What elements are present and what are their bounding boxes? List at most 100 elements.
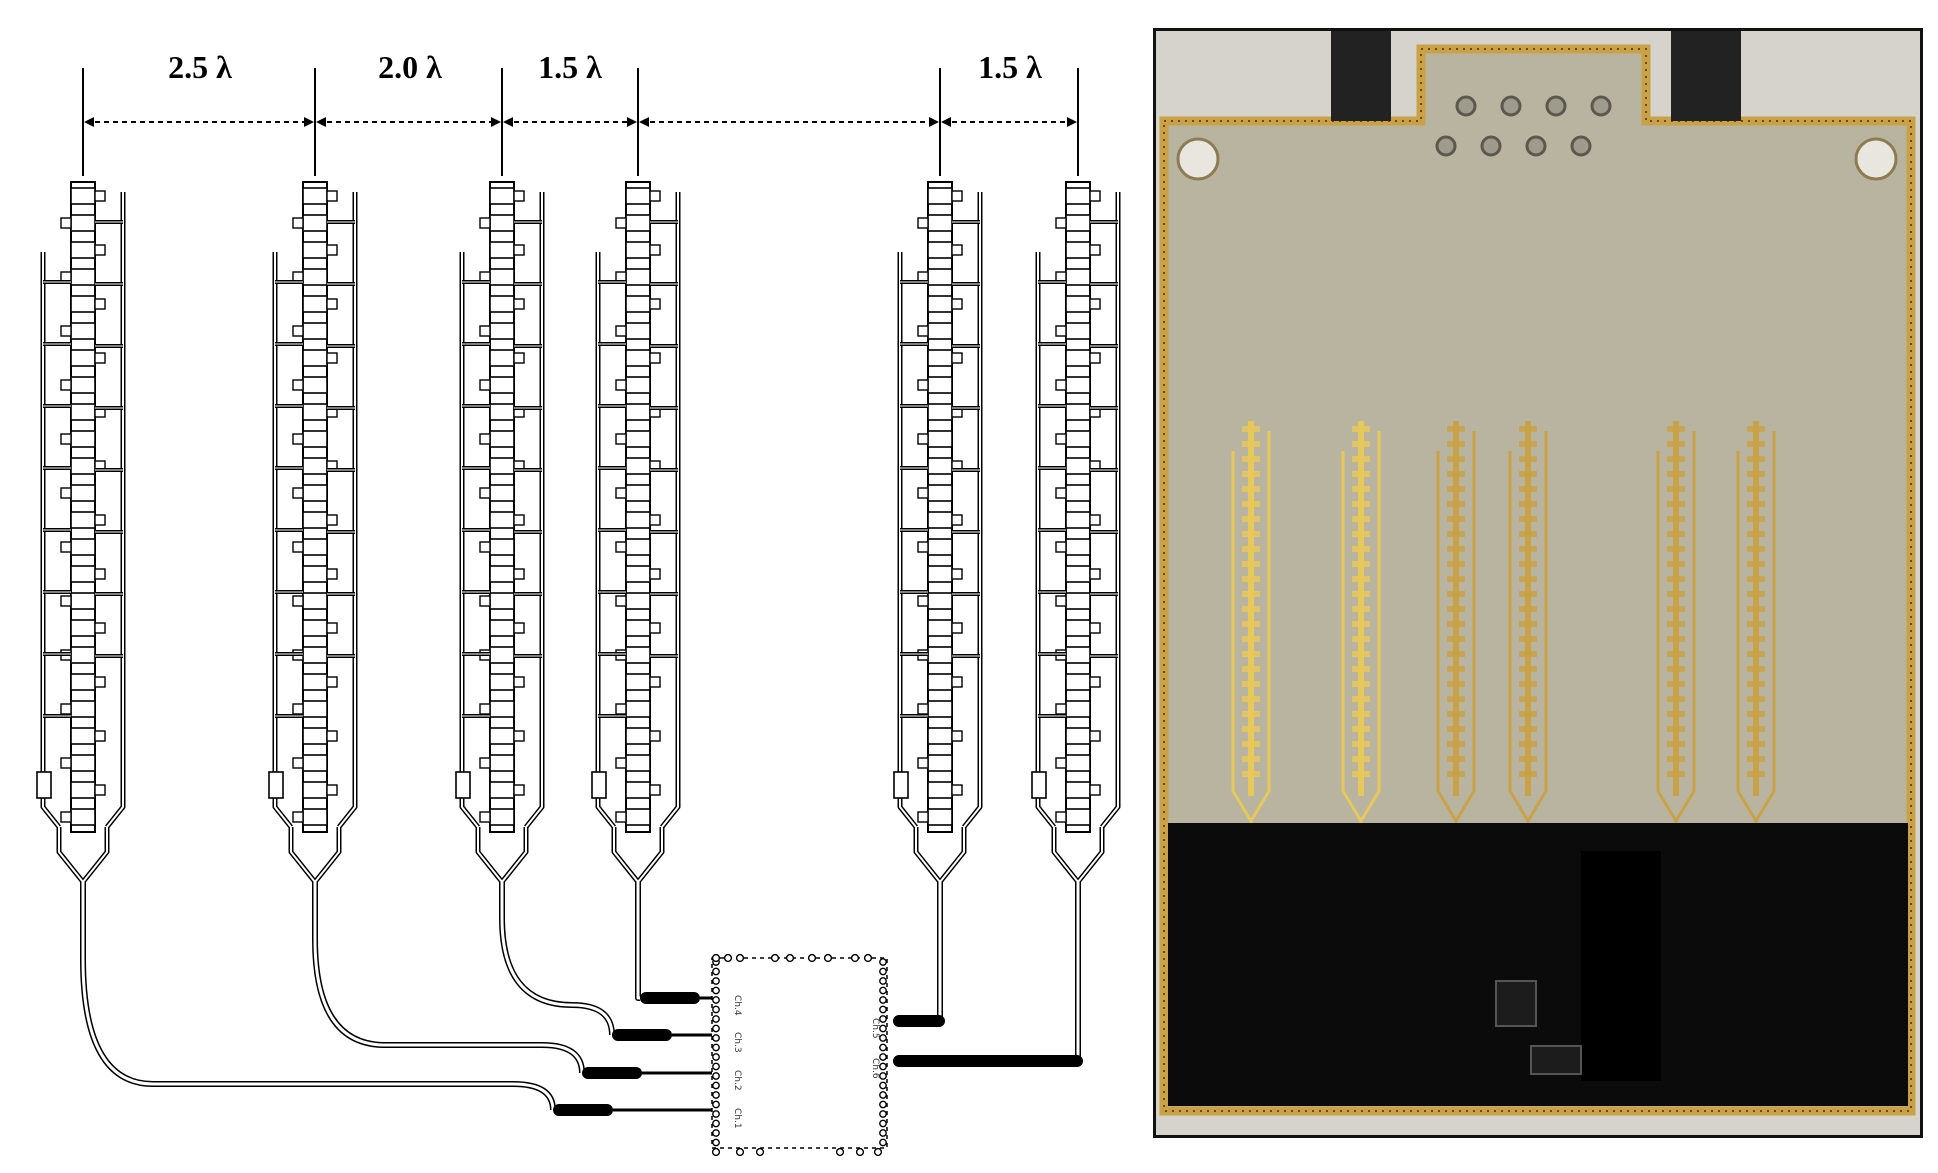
patch-stub	[326, 514, 338, 526]
patch-element	[625, 592, 651, 610]
printed-patch	[1447, 726, 1465, 732]
printed-patch	[1747, 546, 1765, 552]
spacing-label-1: 2.5 λ	[168, 49, 232, 85]
patch-element	[927, 619, 953, 637]
via	[879, 1100, 887, 1109]
printed-patch	[1667, 516, 1685, 522]
printed-patch	[1352, 591, 1370, 597]
printed-patch	[1447, 621, 1465, 627]
via	[879, 1129, 887, 1137]
patch-stub	[292, 757, 304, 769]
printed-patch	[1447, 516, 1465, 522]
patch-stub	[917, 379, 929, 391]
printed-patch	[1447, 576, 1465, 582]
patch-stub	[60, 433, 72, 445]
printed-patch	[1667, 561, 1685, 567]
printed-patch	[1667, 621, 1685, 627]
patch-element	[70, 700, 96, 718]
printed-patch	[1352, 486, 1370, 492]
patch-stub	[60, 703, 72, 715]
patch-stub	[60, 595, 72, 607]
patch-stub	[951, 514, 963, 526]
printed-patch	[1519, 726, 1537, 732]
printed-patch	[1667, 636, 1685, 642]
patch-stub	[479, 325, 491, 337]
via	[823, 953, 833, 963]
via	[712, 1015, 720, 1023]
patch-stub	[1089, 190, 1101, 202]
printed-patch	[1242, 516, 1260, 522]
patch-stub	[1089, 514, 1101, 526]
patch-element	[927, 511, 953, 529]
patch-element	[302, 349, 328, 367]
patch-element	[1065, 754, 1091, 772]
via	[712, 1072, 720, 1080]
printed-patch	[1519, 666, 1537, 672]
patch-stub	[94, 298, 106, 310]
printed-patch	[1242, 471, 1260, 477]
printed-patch	[1519, 591, 1537, 597]
printed-patch	[1747, 501, 1765, 507]
patch-stub	[649, 190, 661, 202]
spacing-label-3: 1.5 λ	[538, 49, 602, 85]
patch-element	[70, 646, 96, 664]
via	[770, 953, 780, 963]
patch-element	[927, 673, 953, 691]
patch-stub	[94, 676, 106, 688]
array-spine	[927, 181, 953, 833]
patch-element	[1065, 403, 1091, 421]
patch-stub	[951, 352, 963, 364]
patch-stub	[1055, 487, 1067, 499]
patch-stub	[292, 595, 304, 607]
printed-patch	[1747, 606, 1765, 612]
via	[879, 996, 887, 1004]
connector-pin	[1500, 95, 1522, 117]
via	[755, 1147, 765, 1157]
patch-stub	[513, 298, 525, 310]
printed-patch	[1447, 771, 1465, 777]
printed-patch	[1447, 636, 1465, 642]
patch-element	[70, 727, 96, 745]
printed-patch	[1242, 441, 1260, 447]
connector-pin	[1455, 95, 1477, 117]
patch-element	[302, 619, 328, 637]
patch-element	[302, 592, 328, 610]
patch-stub	[649, 298, 661, 310]
board-edge-vias	[1163, 48, 1912, 1112]
patch-stub	[1055, 595, 1067, 607]
patch-stub	[479, 595, 491, 607]
patch-element	[70, 565, 96, 583]
left-feed-network	[40, 252, 61, 829]
printed-patch	[1519, 711, 1537, 717]
patch-element	[302, 187, 328, 205]
via	[712, 986, 720, 995]
array-combiner-core	[915, 827, 965, 883]
printed-patch	[1667, 741, 1685, 747]
port-transition-4	[640, 992, 700, 1004]
patch-element	[302, 268, 328, 286]
printed-patch	[1747, 516, 1765, 522]
printed-patch	[1352, 561, 1370, 567]
patch-element	[927, 538, 953, 556]
patch-stub	[513, 514, 525, 526]
feed-line-1-core	[81, 882, 555, 1111]
printed-patch	[1352, 441, 1370, 447]
patch-element	[625, 376, 651, 394]
patch-stub	[615, 433, 627, 445]
patch-element	[625, 619, 651, 637]
feed-line-3-core	[500, 882, 614, 1036]
connector-pin	[1590, 95, 1612, 117]
printed-patch	[1667, 666, 1685, 672]
printed-patch	[1242, 711, 1260, 717]
patch-element	[489, 565, 515, 583]
patch-element	[927, 700, 953, 718]
printed-patch	[1242, 486, 1260, 492]
fabricated-board-photo	[1153, 28, 1923, 1138]
patch-stub	[1055, 541, 1067, 553]
printed-patch	[1519, 681, 1537, 687]
printed-patch	[1519, 501, 1537, 507]
array-combiner	[56, 827, 110, 885]
printed-patch	[1447, 561, 1465, 567]
printed-patch	[1352, 546, 1370, 552]
patch-element	[625, 646, 651, 664]
